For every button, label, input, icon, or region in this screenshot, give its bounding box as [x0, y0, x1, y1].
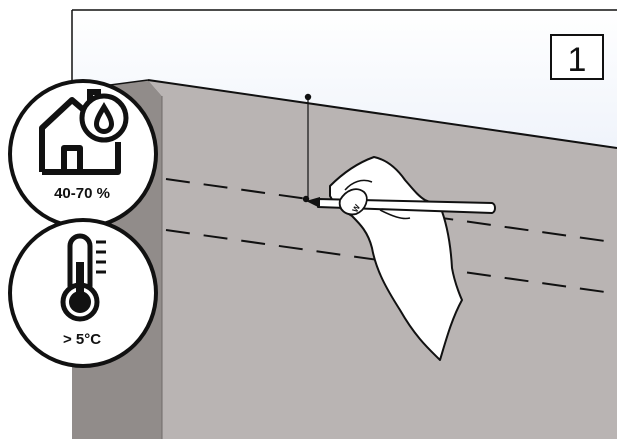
step-number: 1	[568, 41, 587, 79]
pencil-tip	[306, 197, 320, 208]
knuckles	[338, 188, 368, 216]
plumb-point-top	[304, 93, 312, 101]
temperature-value: > 5°C	[63, 331, 101, 348]
house-humidity-icon	[39, 89, 129, 175]
wall-top-edge	[147, 79, 617, 149]
pencil-marking: W	[351, 203, 363, 214]
thumb-line	[379, 209, 411, 220]
temperature-badge: > 5°C	[8, 218, 158, 368]
hand-with-pencil: W	[306, 156, 496, 361]
step-number-box: 1	[550, 34, 604, 80]
thermometer-icon	[60, 233, 106, 322]
finger-line	[344, 179, 373, 191]
humidity-badge: 40-70 %	[8, 79, 158, 229]
humidity-value: 40-70 %	[54, 185, 110, 202]
